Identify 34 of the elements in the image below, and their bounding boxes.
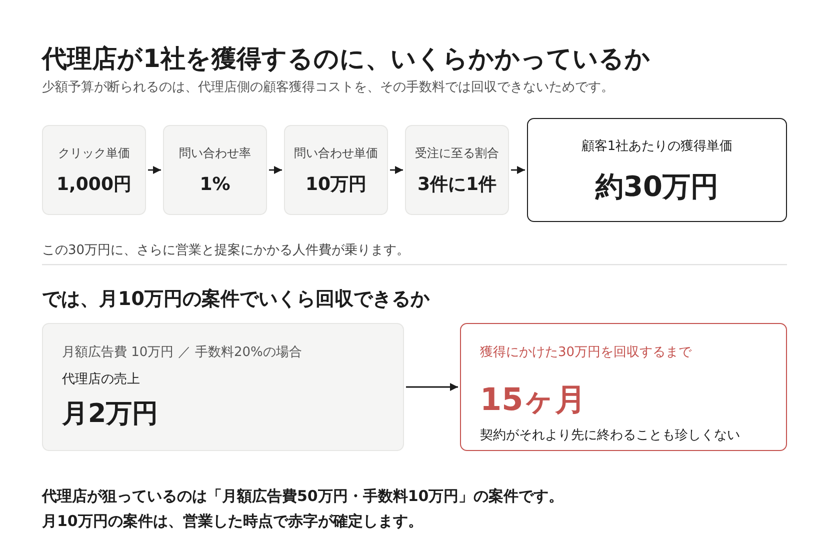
arrow xyxy=(406,383,458,391)
payback-card xyxy=(460,323,787,451)
note-text: この30万円に、さらに営業と提案にかかる人件費が乗ります。 xyxy=(42,242,410,260)
card-note: 契約がそれより先に終わることも珍しくない xyxy=(480,427,740,445)
section-heading: では、月10万円の案件でいくら回収できるか xyxy=(42,287,430,312)
step-value: 3件に1件 xyxy=(416,173,498,197)
arrow xyxy=(511,166,525,174)
arrow xyxy=(269,166,282,174)
revenue-card xyxy=(42,323,404,451)
step-card xyxy=(284,125,388,215)
step-label: 問い合わせ率 xyxy=(178,145,252,161)
step-label: 受注に至る割合 xyxy=(414,145,500,161)
card-value: 15ヶ月 xyxy=(480,381,586,420)
conclusion-text: 代理店が狙っているのは「月額広告費50万円・手数料10万円」の案件です。 xyxy=(42,486,564,507)
card-value: 約30万円 xyxy=(594,169,720,205)
card-label: 顧客1社あたりの獲得単価 xyxy=(580,138,734,156)
card-label: 代理店の売上 xyxy=(62,371,140,389)
step-card xyxy=(42,125,146,215)
step-value: 1% xyxy=(198,173,232,197)
conclusion-text: 月10万円の案件は、営業した時点で赤字が確定します。 xyxy=(42,511,423,532)
step-label: 問い合わせ単価 xyxy=(293,145,379,161)
arrow xyxy=(390,166,403,174)
card-value: 月2万円 xyxy=(62,398,158,431)
arrow xyxy=(148,166,161,174)
card-label: 獲得にかけた30万円を回収するまで xyxy=(480,344,692,362)
step-value: 1,000円 xyxy=(56,173,132,197)
step-card xyxy=(163,125,267,215)
result-card xyxy=(527,118,787,222)
card-condition: 月額広告費 10万円 ／ 手数料20%の場合 xyxy=(62,344,302,362)
step-card xyxy=(405,125,509,215)
subtitle: 少額予算が断られるのは、代理店側の顧客獲得コストを、その手数料では回収できないためです。 xyxy=(42,79,614,97)
step-value: 10万円 xyxy=(304,173,368,197)
title: 代理店が1社を獲得するのに、いくらかかっているか xyxy=(42,43,650,75)
step-label: クリック単価 xyxy=(57,145,131,161)
